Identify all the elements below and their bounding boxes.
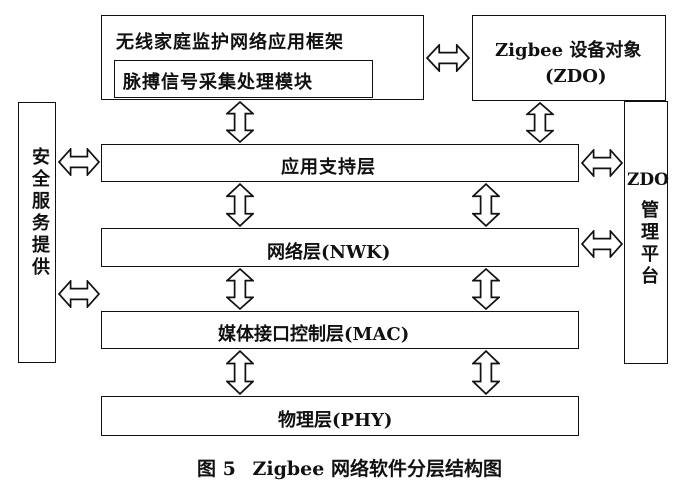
pulse-module-box: 脉搏信号采集处理模块 (114, 60, 373, 98)
arrow-nwk-zdomgmt (581, 230, 623, 258)
zdo-line2: (ZDO) (545, 66, 607, 87)
arrow-nwk-mac-left (226, 268, 254, 310)
phy-layer-label: 物理层(PHY) (278, 410, 393, 431)
figure-title: Zigbee 网络软件分层结构图 (252, 458, 502, 480)
security-service-box: 安全服务提供 (18, 102, 56, 363)
arrow-security-aps (58, 148, 100, 176)
nwk-layer-box: 网络层(NWK) (101, 228, 579, 267)
arrow-aps-zdomgmt (581, 149, 623, 177)
zdo-mgmt-line2: 管理平台 (638, 200, 659, 288)
app-framework-title: 无线家庭监护网络应用框架 (116, 32, 344, 53)
phy-layer-box: 物理层(PHY) (101, 396, 579, 436)
figure-number: 图 5 (197, 458, 236, 480)
mac-layer-box: 媒体接口控制层(MAC) (101, 311, 579, 349)
arrow-zdo-aps (526, 102, 554, 143)
nwk-layer-label: 网络层(NWK) (267, 242, 391, 263)
zdo-line1: Zigbee 设备对象 (495, 40, 642, 61)
arrow-security-mac (58, 280, 100, 308)
arrow-nwk-mac-right (472, 268, 500, 310)
aps-layer-label: 应用支持层 (281, 157, 376, 178)
app-framework-box: 无线家庭监护网络应用框架 脉搏信号采集处理模块 (101, 15, 424, 100)
arrow-aps-nwk-left (226, 183, 254, 227)
arrow-mac-phy-right (472, 350, 500, 395)
arrow-mac-phy-left (226, 350, 254, 395)
mac-layer-label: 媒体接口控制层(MAC) (218, 324, 410, 345)
security-service-label: 安全服务提供 (29, 147, 50, 279)
zdo-mgmt-line1: ZDO (627, 170, 669, 190)
zdo-mgmt-box: ZDO 管理平台 (624, 101, 669, 364)
pulse-module-label: 脉搏信号采集处理模块 (123, 72, 313, 93)
arrow-framework-aps (226, 101, 254, 143)
aps-layer-box: 应用支持层 (101, 144, 579, 182)
arrow-framework-zdo (426, 44, 470, 72)
arrow-aps-nwk-right (472, 183, 500, 227)
figure-caption: 图 5 Zigbee 网络软件分层结构图 (0, 454, 699, 481)
zdo-box: Zigbee 设备对象 (ZDO) (472, 15, 666, 101)
